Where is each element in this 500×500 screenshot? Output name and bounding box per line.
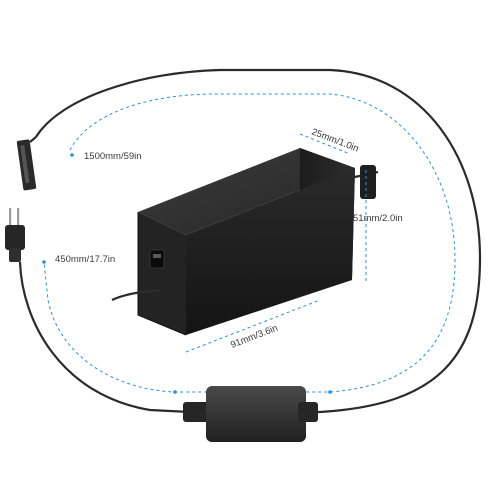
adapter-body: [137, 148, 379, 336]
height-label: 51mm/2.0in: [353, 213, 403, 224]
plug-side-cable: [18, 261, 191, 414]
dimension-endpoints: [42, 153, 332, 394]
ac-input-cable: [111, 288, 161, 301]
cable-length-label: 1500mm/59in: [84, 151, 142, 162]
ferrite-bead-icon: [183, 386, 318, 442]
width-label: 91mm/3.6in: [229, 323, 279, 351]
surface-connector-icon: [16, 136, 37, 191]
ac-plug-icon: [5, 208, 25, 262]
depth-dimension-line: [299, 133, 351, 155]
dc-cable-length-label: 450mm/17.7in: [55, 254, 115, 265]
main-cable: [35, 68, 482, 414]
usb-port-icon: [149, 249, 165, 269]
cable-length-dimension-line: [43, 93, 456, 393]
